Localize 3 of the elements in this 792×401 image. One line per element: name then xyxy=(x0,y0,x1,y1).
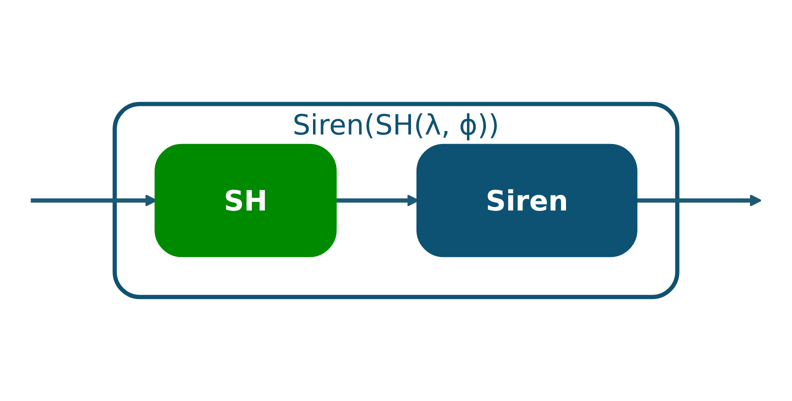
node-box: Siren xyxy=(416,144,638,258)
node-box: SH xyxy=(154,144,337,258)
arrow xyxy=(635,194,762,207)
